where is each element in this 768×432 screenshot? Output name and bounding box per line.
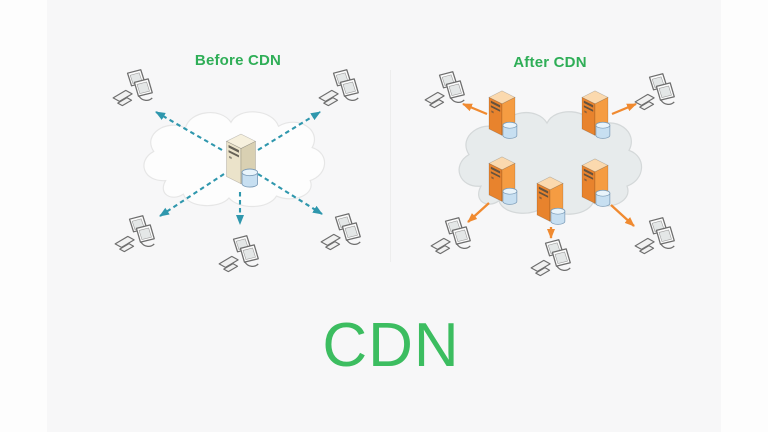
edge-server-icon	[488, 156, 518, 205]
client-computer-icon	[112, 69, 153, 107]
edge-server-icon	[488, 90, 518, 139]
client-computer-icon	[114, 215, 155, 253]
solid-arrow	[610, 204, 635, 227]
before-cdn-title: Before CDN	[194, 52, 282, 69]
edge-server-icon	[581, 90, 611, 139]
after-cdn-panel	[424, 71, 675, 277]
edge-server-icon	[536, 176, 566, 225]
edge-server-icon	[581, 158, 611, 207]
client-computer-icon	[218, 235, 259, 273]
request-arrows-dashed	[155, 111, 323, 225]
solid-arrow	[611, 102, 637, 116]
client-computer-icon	[318, 69, 359, 107]
dashed-arrow	[257, 111, 321, 151]
client-computer-icon	[424, 71, 465, 109]
client-computer-icon	[320, 213, 361, 251]
delivery-arrows-solid	[462, 102, 637, 239]
client-computer-icon	[634, 217, 675, 255]
client-computer-icon	[530, 239, 571, 277]
before-cdn-panel	[112, 69, 361, 273]
letterbox-left	[0, 0, 47, 432]
client-computer-icon	[634, 73, 675, 111]
solid-arrow	[467, 202, 490, 223]
after-cdn-title: After CDN	[513, 54, 587, 71]
solid-arrow	[462, 102, 488, 116]
cdn-caption: CDN	[322, 311, 460, 380]
client-computer-icon	[430, 217, 471, 255]
letterbox-right	[721, 0, 768, 432]
origin-server-icon	[225, 133, 259, 188]
